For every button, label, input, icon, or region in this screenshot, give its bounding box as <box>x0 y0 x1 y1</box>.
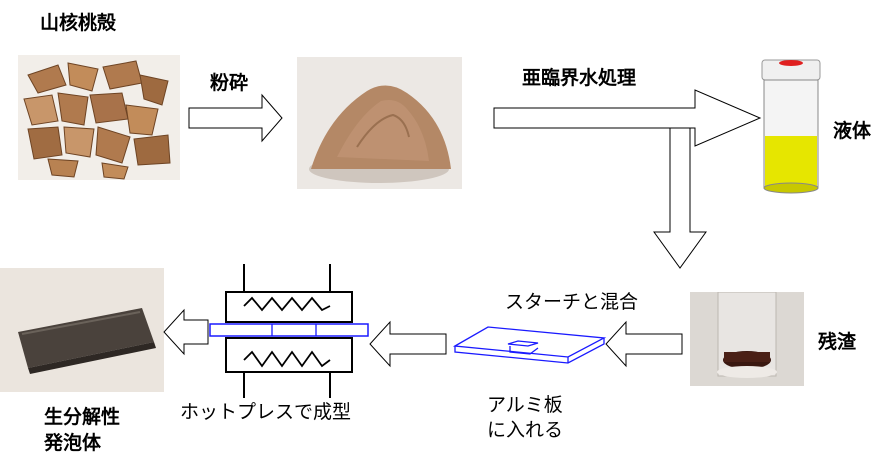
residue-photo <box>690 292 804 386</box>
foam-product-photo <box>0 268 164 392</box>
liquid-vial-icon <box>761 59 821 194</box>
arrow-to-tray-icon <box>605 320 683 368</box>
walnut-shells-image <box>18 55 180 180</box>
arrow-down-icon <box>653 127 707 269</box>
walnut-shells-photo <box>18 55 180 180</box>
aluminum-tray-label-1: アルミ板 <box>487 394 563 416</box>
residue-image <box>690 292 804 386</box>
subcritical-water-label: 亜臨界水処理 <box>522 67 637 89</box>
arrow-to-press-icon <box>369 320 447 368</box>
arrow-pulverize-icon <box>188 93 283 143</box>
product-label-1: 生分解性 <box>44 406 121 428</box>
hot-press-icon <box>209 264 369 398</box>
raw-material-label: 山核桃殻 <box>40 12 117 34</box>
arrow-subcritical-icon <box>493 89 762 147</box>
powder-photo <box>297 57 462 189</box>
residue-label: 残渣 <box>818 331 857 353</box>
liquid-label: 液体 <box>833 120 872 142</box>
hot-press-label: ホットプレスで成型 <box>180 401 352 423</box>
aluminum-tray-label-2: に入れる <box>487 419 564 441</box>
arrow-to-product-icon <box>163 308 209 356</box>
aluminum-tray-icon <box>452 326 607 364</box>
starch-mix-label: スターチと混合 <box>505 291 639 313</box>
foam-product-image <box>0 268 164 392</box>
powder-image <box>297 57 462 189</box>
pulverize-label: 粉砕 <box>210 72 249 94</box>
product-label-2: 発泡体 <box>44 432 102 454</box>
